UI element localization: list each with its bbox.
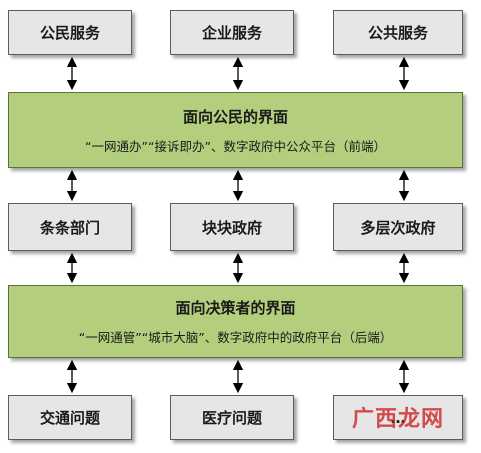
medical-issues-box: 医疗问题 (170, 395, 294, 440)
layer-subtitle: “一网通管”“城市大脑”、数字政府中的政府平台（后端） (78, 330, 393, 345)
box-label: 条条部门 (39, 218, 100, 237)
box-label: 医疗问题 (201, 409, 262, 427)
public-service-citizen-box: 公民服务 (8, 10, 132, 55)
box-label: 公共服务 (367, 24, 428, 42)
traffic-issues-box: 交通问题 (8, 395, 132, 440)
watermark: 广西龙网 (351, 407, 444, 432)
layer-title: 面向公民的界面 (182, 107, 288, 126)
box-label: 企业服务 (201, 24, 262, 42)
vertical-departments-box: 条条部门 (8, 203, 132, 251)
other-issues-box: … (333, 395, 463, 440)
layer-title: 面向决策者的界面 (175, 299, 296, 317)
enterprise-service-box: 企业服务 (170, 10, 294, 55)
decision-maker-interface-layer: 面向决策者的界面 “一网通管”“城市大脑”、数字政府中的政府平台（后端） (8, 285, 463, 358)
box-label: 公民服务 (39, 24, 100, 42)
layer-subtitle: “一网通办”“接诉即办”、数字政府中公众平台（前端） (85, 138, 386, 154)
box-label: 多层次政府 (360, 218, 436, 237)
box-label: 块块政府 (201, 218, 262, 237)
multilevel-government-box: 多层次政府 (333, 203, 463, 251)
box-label: 交通问题 (39, 409, 100, 427)
box-label: … (390, 408, 406, 427)
local-government-box: 块块政府 (170, 203, 294, 251)
citizen-interface-layer: 面向公民的界面 “一网通办”“接诉即办”、数字政府中公众平台（前端） (8, 92, 463, 168)
public-service-box: 公共服务 (333, 10, 463, 55)
